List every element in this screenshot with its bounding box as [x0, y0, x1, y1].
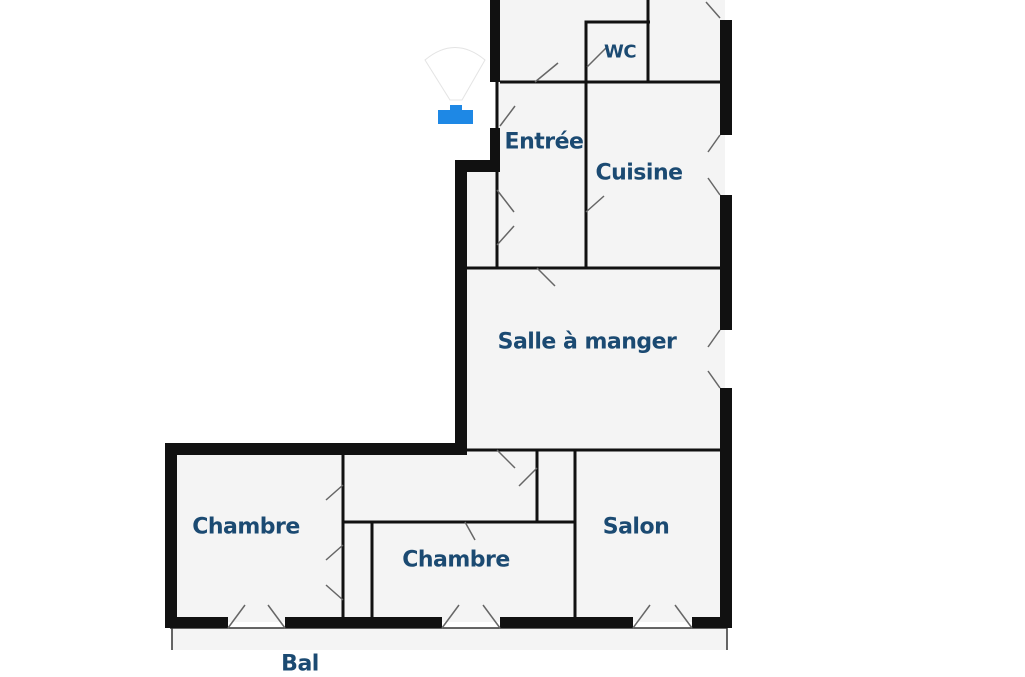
balcony-outline	[170, 627, 728, 650]
exterior-walls	[165, 0, 732, 628]
room-label-chambre: Chambre	[192, 514, 300, 540]
interior-walls	[341, 0, 722, 617]
viewpoint-marker-icon[interactable]	[424, 47, 486, 125]
floor-plan	[165, 0, 732, 650]
room-label-cuisine: Cuisine	[595, 160, 683, 186]
room-label-salon: Salon	[602, 514, 670, 540]
room-label-wc: WC	[603, 41, 637, 63]
floor-areas	[170, 0, 727, 650]
room-label-chambre: Chambre	[402, 547, 510, 573]
room-label-balcon: Bal	[281, 651, 319, 677]
doors	[227, 1, 721, 629]
room-label-entree: Entrée	[504, 129, 584, 155]
room-label-salle-a-manger: Salle à manger	[497, 329, 677, 355]
